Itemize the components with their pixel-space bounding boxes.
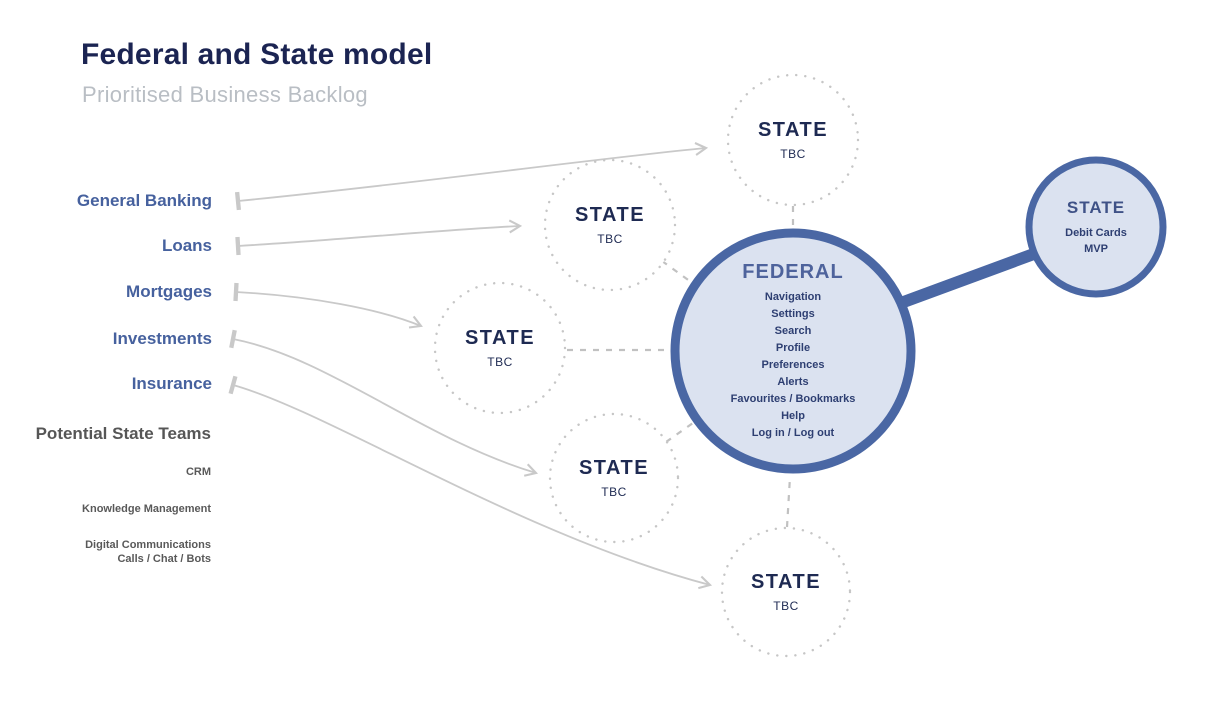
state-mvp-circle: [1025, 156, 1167, 298]
federal-item-favourites-bookmarks: Favourites / Bookmarks: [730, 392, 856, 405]
state-tbc-circle-lower-left: [548, 412, 680, 544]
state-label: STATE: [574, 204, 646, 226]
state-mvp-item-mvp: MVP: [1084, 242, 1108, 255]
state-sublabel: TBC: [773, 599, 799, 613]
federal-item-settings: Settings: [771, 307, 815, 320]
state-tbc-node-top: STATE TBC: [728, 75, 858, 205]
state-tbc-node-lower-left: STATE TBC: [549, 413, 679, 543]
backlog-item-investments: Investments: [112, 329, 212, 348]
federal-label: FEDERAL: [742, 260, 844, 283]
federal-item-alerts: Alerts: [777, 375, 809, 388]
federal-item-navigation: Navigation: [764, 290, 822, 303]
backlog-item-general-banking: General Banking: [76, 191, 212, 210]
potential-state-teams-heading: Potential State Teams: [35, 424, 211, 443]
state-mvp-items: Debit Cards MVP: [1065, 225, 1127, 257]
backlog-item-insurance: Insurance: [131, 374, 212, 393]
state-mvp-label: STATE: [1066, 197, 1126, 217]
backlog-item-mortgages: Mortgages: [126, 282, 212, 301]
state-sublabel: TBC: [487, 355, 513, 369]
state-tbc-circle-upper-left: [543, 158, 677, 292]
federal-item-search: Search: [774, 324, 812, 337]
page-subtitle: Prioritised Business Backlog: [82, 82, 368, 107]
team-item-knowledge-management: Knowledge Management: [82, 503, 211, 515]
dashed-bottom-connector: [785, 476, 792, 528]
dashed-upperleft-connector: [661, 260, 692, 283]
tbc-circles: [433, 73, 860, 658]
federal-circle: [670, 228, 916, 474]
state-mvp-item-debit-cards: Debit Cards: [1065, 226, 1127, 239]
state-label: STATE: [757, 119, 829, 141]
state-tbc-circle-top: [726, 73, 860, 207]
arrow-insurance: [228, 375, 713, 590]
state-label: STATE: [750, 571, 822, 593]
team-item-digital-communications-line2: Calls / Chat / Bots: [117, 553, 211, 565]
federal-node: FEDERAL Navigation Settings Search Profi…: [675, 233, 911, 469]
state-sublabel: TBC: [597, 232, 623, 246]
state-tbc-node-bottom: STATE TBC: [721, 527, 851, 657]
team-item-digital-communications-line1: Digital Communications: [85, 539, 211, 551]
state-label: STATE: [578, 457, 650, 479]
federal-item-help: Help: [781, 409, 805, 422]
arrow-loans: [235, 219, 523, 256]
state-tbc-node-left: STATE TBC: [435, 283, 565, 413]
state-sublabel: TBC: [780, 147, 806, 161]
page-title: Federal and State model: [81, 38, 433, 71]
team-item-digital-communications: Digital Communications Calls / Chat / Bo…: [0, 538, 211, 566]
backlog-arrows: [228, 142, 713, 590]
state-label: STATE: [464, 327, 536, 349]
state-sublabel: TBC: [601, 485, 627, 499]
state-mvp-node: STATE Debit Cards MVP: [1026, 157, 1166, 297]
federal-state-thick-connector: [887, 242, 1053, 313]
team-item-crm: CRM: [185, 466, 211, 478]
state-tbc-circle-left: [433, 281, 567, 415]
arrow-general-banking: [234, 142, 709, 211]
federal-item-preferences: Preferences: [761, 358, 825, 371]
arrow-mortgages: [233, 282, 423, 329]
federal-item-login-logout: Log in / Log out: [751, 426, 835, 439]
federal-item-profile: Profile: [775, 341, 811, 354]
state-tbc-circle-bottom: [720, 526, 852, 658]
backlog-item-loans: Loans: [161, 236, 212, 255]
state-tbc-node-upper-left: STATE TBC: [545, 160, 675, 290]
